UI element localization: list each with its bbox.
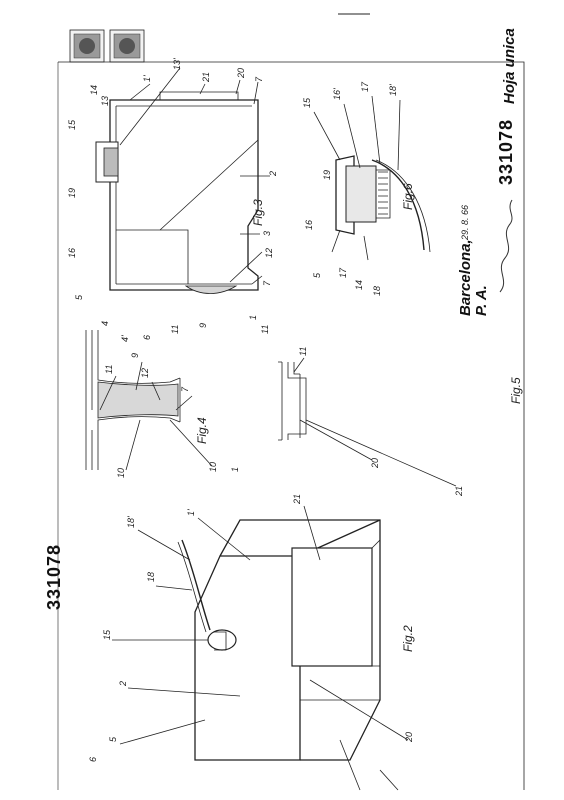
sheet-border	[58, 61, 525, 790]
ref-18-fig6: 18	[372, 286, 382, 296]
ref-5-fig6: 5	[312, 272, 322, 278]
ref-6-fig2: 6	[88, 757, 98, 762]
ref-4p-fig3: 4'	[120, 335, 130, 342]
ref-19-fig6: 19	[322, 170, 332, 180]
fig2-label: Fig.2	[401, 625, 415, 652]
patent-number-top: 331078	[496, 119, 516, 185]
ref-13-fig3: 13	[100, 96, 110, 106]
ref-2-fig3: 2	[268, 171, 278, 177]
ref-10-fig4: 10	[116, 468, 126, 478]
ref-17b-fig6: 17	[338, 267, 348, 278]
ref-7-fig4: 7	[180, 386, 190, 392]
ref-2-fig2: 2	[118, 681, 128, 687]
ref-1-fig3: 1	[248, 315, 258, 320]
ref-21-fig5: 21	[454, 486, 464, 497]
ref-14-fig3: 14	[89, 85, 99, 95]
ref-18-fig2: 18	[146, 572, 156, 582]
ref-21-fig2: 21	[292, 494, 302, 505]
ref-11-fig5: 11	[298, 347, 308, 356]
figure-3: Fig.3	[95, 91, 265, 294]
figure-5: Fig.5	[278, 361, 523, 441]
ref-9-fig4: 9	[130, 353, 140, 358]
fig4-label: Fig.4	[195, 417, 209, 444]
ref-11-fig4: 11	[104, 365, 114, 374]
fig5-label: Fig.5	[509, 377, 523, 404]
ref-5-fig2: 5	[108, 736, 118, 742]
ref-1p-fig2: 1'	[186, 509, 196, 516]
ref-12-fig3: 12	[264, 248, 274, 258]
ref-16p-fig6: 16'	[332, 88, 342, 100]
fig6-label: Fig.6	[401, 183, 415, 210]
ref-20-fig5: 20	[370, 458, 380, 469]
ref-15-fig2: 15	[102, 629, 112, 640]
patent-number-bottom: 331078	[44, 544, 64, 610]
figure-6: Fig.6	[331, 155, 431, 261]
ref-14-fig6: 14	[354, 280, 364, 290]
revenue-stamp-left	[69, 29, 105, 63]
ref-9-fig3: 9	[198, 323, 208, 328]
fig3-label: Fig.3	[251, 199, 265, 226]
figure-4: Fig.4	[85, 330, 209, 470]
ref-5-fig3: 5	[74, 294, 84, 300]
ref-3-fig3: 3	[262, 231, 272, 236]
ref-20-fig3: 20	[236, 68, 246, 79]
ref-11b-fig3: 11	[260, 325, 270, 334]
city-text: Barcelona,	[457, 239, 474, 316]
figure-2: Fig.2	[177, 519, 415, 761]
ref-13p-fig3: 13'	[172, 58, 182, 70]
ref-18p-fig6: 18'	[388, 84, 398, 96]
fig3-leaders	[109, 67, 270, 285]
ref-1-fig4: 1	[230, 467, 240, 472]
ref-17-fig6: 17	[360, 81, 370, 92]
ref-7b-fig3: 7	[262, 280, 272, 286]
ref-16-fig6: 16	[304, 220, 314, 230]
revenue-stamp-right	[109, 29, 145, 63]
sheet-label: Hoja unica	[501, 28, 518, 104]
date-text: 29. 8. 66	[460, 205, 470, 241]
ref-11-fig3: 11	[170, 325, 180, 334]
ref-18p-fig2: 18'	[126, 516, 136, 528]
ref-1p-fig3: 1'	[142, 75, 152, 82]
ref-16-fig3: 16	[67, 248, 77, 258]
ref-15-fig6: 15	[302, 97, 312, 108]
signer-text: P. A.	[473, 285, 490, 316]
ref-10b-fig4: 10	[208, 462, 218, 472]
ref-6-fig3: 6	[142, 335, 152, 340]
ref-15-fig3: 15	[67, 119, 77, 130]
ref-4-fig3: 4	[100, 321, 110, 326]
ref-21-fig3: 21	[201, 72, 211, 83]
ref-12-fig4: 12	[140, 368, 150, 378]
ref-20-fig2: 20	[404, 732, 414, 743]
ref-19-fig3: 19	[67, 188, 77, 198]
handwritten-signature	[499, 199, 513, 293]
ref-7-fig3: 7	[254, 76, 264, 82]
